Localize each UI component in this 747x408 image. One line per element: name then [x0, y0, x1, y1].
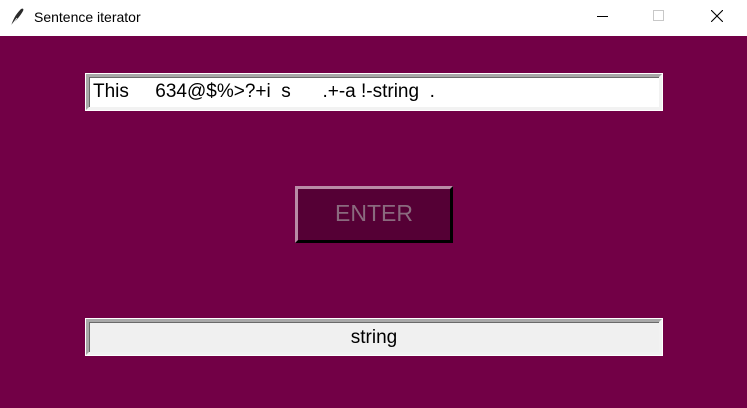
sentence-input[interactable]: This 634@$%>?+i s .+-a !-string . — [86, 74, 662, 110]
title-bar[interactable]: Sentence iterator — [0, 0, 747, 36]
maximize-button[interactable] — [636, 0, 682, 32]
close-icon — [711, 10, 723, 22]
minimize-button[interactable] — [580, 0, 626, 32]
main-panel: This 634@$%>?+i s .+-a !-string . ENTER … — [0, 36, 747, 408]
result-output[interactable]: string — [86, 319, 662, 355]
maximize-icon — [653, 10, 664, 21]
close-button[interactable] — [694, 0, 740, 32]
window-title: Sentence iterator — [34, 9, 141, 25]
feather-icon — [8, 7, 26, 27]
minimize-icon — [597, 16, 608, 17]
enter-button[interactable]: ENTER — [295, 186, 453, 243]
